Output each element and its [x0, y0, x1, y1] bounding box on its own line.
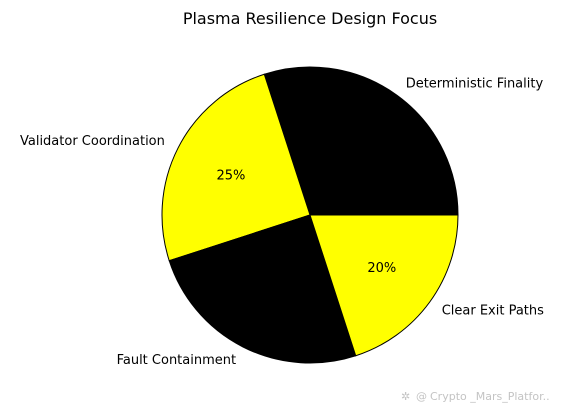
watermark: ✲ @ Crypto _Mars_Platfor..	[401, 390, 550, 403]
pie-value-label-clear-exit-paths: 20%	[367, 261, 396, 276]
pie-label-clear-exit-paths: Clear Exit Paths	[442, 304, 544, 319]
pie-label-deterministic-finality: Deterministic Finality	[406, 76, 544, 91]
at-icon: @	[416, 390, 427, 403]
pie-slice-clear-exit-paths	[309, 214, 459, 357]
watermark-text: Crypto _Mars_Platfor..	[430, 390, 550, 403]
pie-slice-deterministic-finality	[263, 66, 459, 216]
pie-value-label-validator-coordination: 25%	[216, 169, 245, 184]
pie-label-validator-coordination: Validator Coordination	[20, 134, 165, 149]
pie-label-fault-containment: Fault Containment	[117, 353, 237, 368]
chart-title: Plasma Resilience Design Focus	[183, 9, 437, 28]
sparkle-icon: ✲	[401, 390, 410, 403]
pie-slices	[161, 66, 459, 364]
pie-slice-fault-containment	[168, 214, 357, 364]
pie-slice-validator-coordination	[161, 73, 311, 262]
